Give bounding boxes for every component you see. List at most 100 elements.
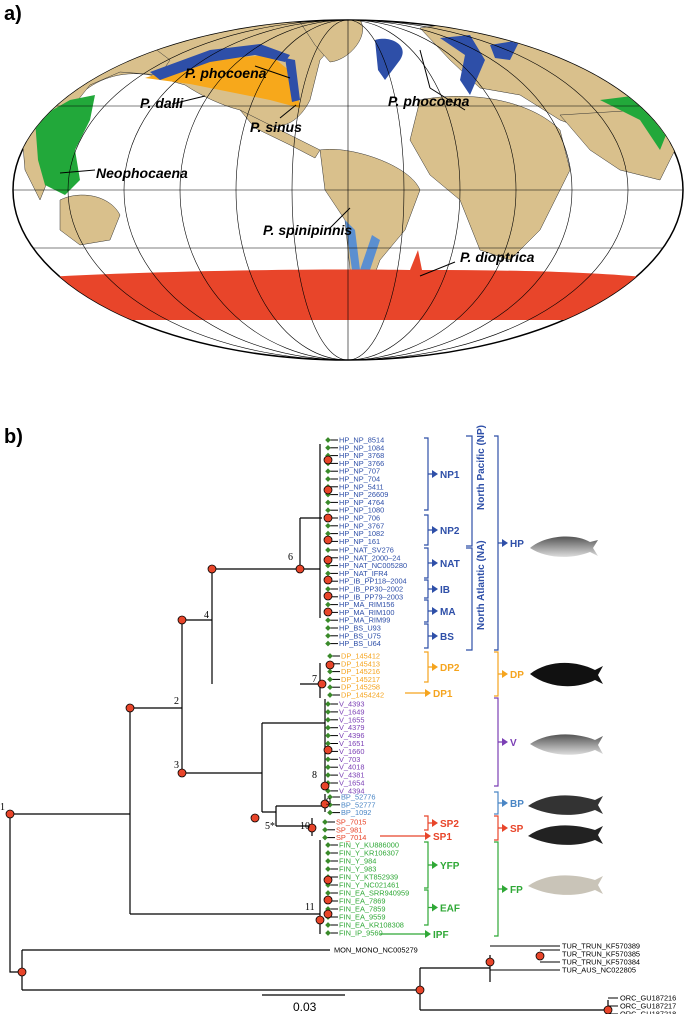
node-marker	[323, 591, 333, 601]
bracket-yfp	[424, 841, 432, 889]
tip-label: V_1660	[339, 747, 364, 756]
node-marker	[323, 555, 333, 565]
panel-b-label: b)	[4, 426, 23, 448]
support-marker	[327, 653, 333, 659]
node-label-8: 8	[312, 770, 317, 781]
label-p-phocoena-west: P. phocoena	[185, 65, 267, 81]
support-marker	[325, 709, 331, 715]
node-marker	[177, 768, 187, 778]
support-marker	[325, 764, 331, 771]
tip-label: TUR_TRUN_KF570384	[562, 958, 640, 967]
bracket-north-atlantic	[466, 547, 473, 651]
node-marker	[323, 575, 333, 585]
support-marker	[325, 922, 331, 928]
bracket-hp	[494, 435, 502, 651]
tip-label: SP_981	[336, 825, 362, 834]
tip-label: FIN_EA_9559	[339, 913, 385, 922]
support-marker	[325, 562, 331, 569]
bracket-ib	[424, 579, 432, 599]
bracket-sp	[494, 815, 502, 841]
tip-label: HP_NP_26609	[339, 490, 388, 499]
node-marker	[415, 985, 425, 995]
tip-label: FIN_Y_984	[339, 857, 376, 866]
label-neophocaena: Neophocaena	[96, 165, 188, 181]
support-marker	[327, 676, 333, 683]
support-marker	[322, 826, 328, 833]
support-marker	[325, 437, 331, 443]
triangle-icon	[425, 689, 431, 697]
tip-label: ORC_GU187217	[620, 1002, 676, 1011]
panel-a-label: a)	[4, 3, 22, 25]
node-label-3: 3	[174, 760, 179, 771]
node-marker	[207, 564, 217, 574]
triangle-icon	[432, 526, 438, 534]
tip-label: ORC_GU187218	[620, 1010, 676, 1014]
group-label-ipf: IPF	[433, 930, 449, 941]
label-p-dioptrica: P. dioptrica	[460, 249, 535, 265]
tip-label: HP_MA_RIM156	[339, 600, 394, 609]
tip-label: HP_NP_707	[339, 467, 380, 476]
bracket-v	[494, 697, 502, 787]
support-marker	[325, 724, 331, 731]
tip-label: V_4393	[339, 700, 364, 709]
support-marker	[325, 732, 331, 739]
tip-label: FIN_Y_KT852939	[339, 873, 398, 882]
support-marker	[325, 625, 331, 631]
tip-label: HP_IB_PP118–2004	[339, 577, 407, 586]
greenland-land	[299, 20, 363, 63]
bracket-dp	[494, 651, 502, 697]
triangle-icon	[502, 738, 508, 746]
node-marker	[17, 967, 27, 977]
node-marker	[320, 799, 330, 809]
graticule	[13, 20, 683, 360]
node-marker	[323, 875, 333, 885]
support-marker	[325, 772, 331, 778]
tip-label: TUR_TRUN_KF570389	[562, 942, 640, 951]
tip-label: HP_MA_RIM99	[339, 616, 390, 625]
tip-label: HP_NAT_SV276	[339, 546, 394, 555]
node-label-7: 7	[312, 674, 317, 685]
p-phocoena-pacific-coast	[285, 58, 300, 102]
support-marker	[322, 819, 328, 825]
group-label-dp: DP	[510, 670, 524, 681]
tip-label: FIN_IP_9560	[339, 929, 383, 938]
node-marker	[323, 909, 333, 919]
tip-label: TUR_TRUN_KF570385	[562, 950, 640, 959]
tip-label: HP_NAT_NC005280	[339, 561, 407, 570]
group-brackets: NP1NP2NATIBMABSHPDP2DP1DPVBPSP2SP1SPYFPE…	[380, 435, 524, 941]
node-marker	[177, 615, 187, 625]
support-marker	[327, 809, 333, 816]
scale-bar-label: 0.03	[293, 1000, 317, 1014]
burmeister-porpoise-image	[528, 795, 603, 815]
group-label-fp: FP	[510, 885, 523, 896]
support-marker	[327, 692, 333, 698]
central-america-land	[239, 109, 321, 159]
node-marker	[307, 823, 317, 833]
tip-label: FIN_EA_7869	[339, 897, 385, 906]
support-marker	[322, 834, 328, 841]
group-label-sp1: SP1	[433, 832, 452, 843]
support-marker	[325, 858, 331, 864]
triangle-icon	[502, 539, 508, 547]
tip-label: SP_7015	[336, 818, 366, 827]
tip-label: SP_7014	[336, 833, 366, 842]
node-label-10: 10	[300, 821, 310, 832]
support-marker	[325, 756, 331, 763]
node-label-1: 1	[0, 802, 5, 813]
p-phocoena-west-range	[150, 44, 290, 80]
triangle-icon	[425, 930, 431, 938]
tip-label: BP_52777	[341, 800, 376, 809]
bracket-nat	[424, 547, 432, 579]
label-p-phocoena-east: P. phocoena	[388, 93, 470, 109]
label-p-dalli: P. dalli	[140, 95, 184, 111]
triangle-icon	[432, 585, 438, 593]
node-marker	[603, 1005, 613, 1014]
tip-label: FIN_Y_KU886000	[339, 841, 399, 850]
tip-label: V_4018	[339, 763, 364, 772]
group-label-bs: BS	[440, 632, 454, 643]
group-label-ma: MA	[440, 607, 456, 618]
label-p-spinipinnis: P. spinipinnis	[263, 222, 352, 238]
tip-label: HP_BS_U75	[339, 631, 381, 640]
triangle-icon	[432, 470, 438, 478]
triangle-icon	[502, 885, 508, 893]
